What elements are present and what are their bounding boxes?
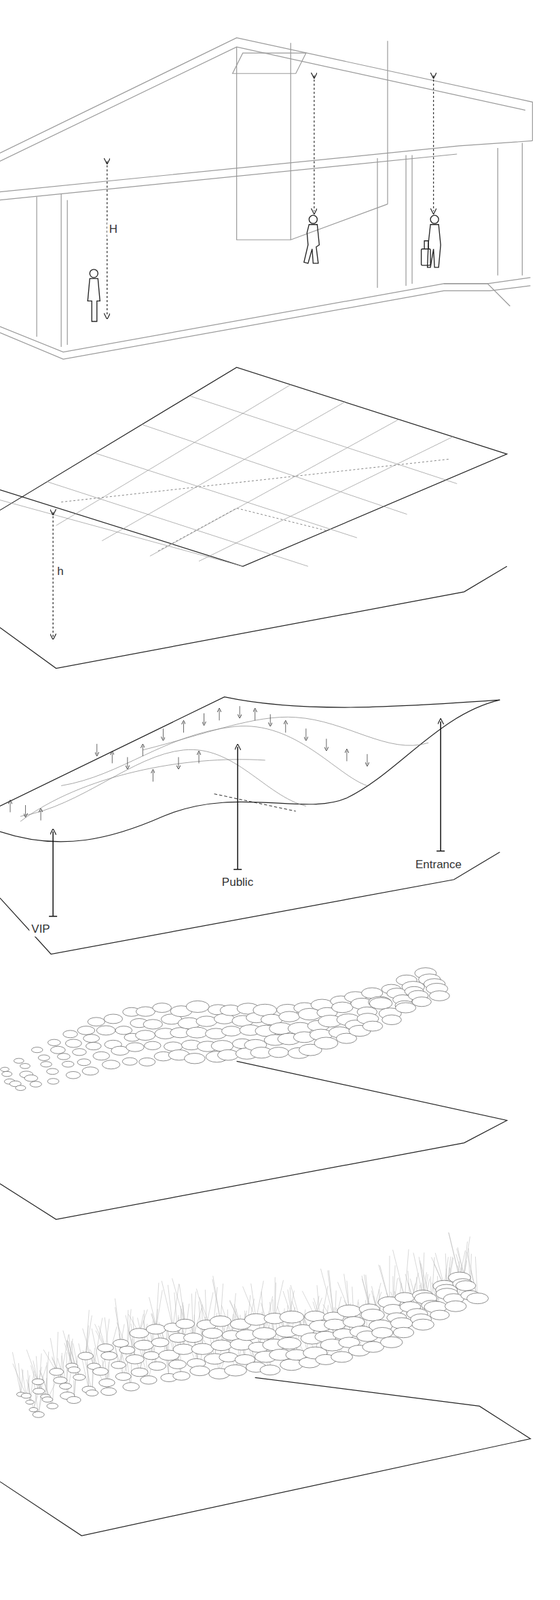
offset-ticks — [10, 705, 368, 820]
floor-plane — [0, 1377, 531, 1536]
zone-label: VIP — [29, 922, 52, 937]
pavilion-volume — [0, 38, 533, 360]
zone-arrows — [48, 721, 445, 917]
grid-lines — [0, 384, 457, 567]
people — [87, 215, 441, 322]
floor-plane — [0, 1060, 508, 1220]
disc-field-spikes — [12, 1232, 489, 1418]
zone-label: Entrance — [413, 857, 464, 873]
plane-height-dim — [52, 512, 54, 637]
grid-plane — [0, 367, 508, 668]
zone-label: Public — [219, 875, 256, 890]
surface-curves — [20, 716, 429, 822]
dimension-label: h — [54, 564, 66, 580]
height-dims — [107, 75, 434, 317]
deformed-surface — [0, 697, 500, 955]
dimension-label: H — [107, 222, 120, 237]
disc-field — [0, 967, 451, 1091]
